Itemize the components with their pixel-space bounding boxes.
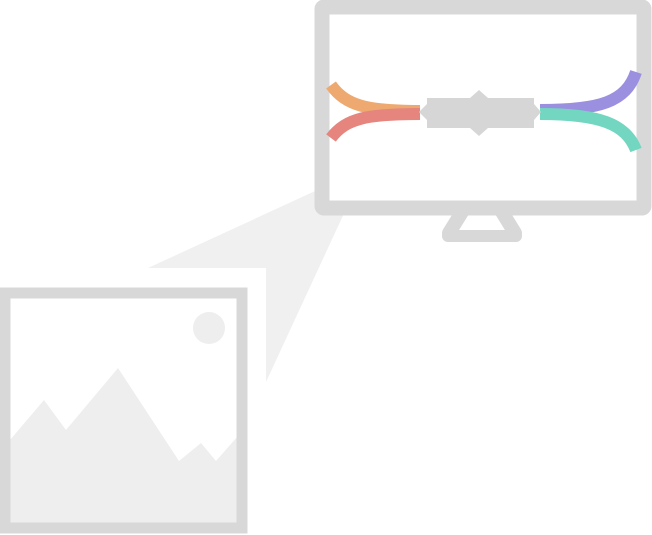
stream-right-bottom — [539, 108, 642, 153]
monitor-icon — [314, 0, 652, 242]
monitor-stand — [442, 205, 522, 240]
monitor-frame — [314, 0, 652, 216]
stream-left-bottom — [326, 108, 421, 142]
image-frame — [0, 287, 248, 534]
mountains-shape — [10, 368, 238, 523]
hub-shape — [419, 90, 541, 136]
sun-shape — [193, 312, 225, 344]
image-placeholder-icon — [0, 287, 248, 534]
arrow-icon — [148, 168, 365, 382]
flow-diagram-icon — [326, 69, 642, 153]
